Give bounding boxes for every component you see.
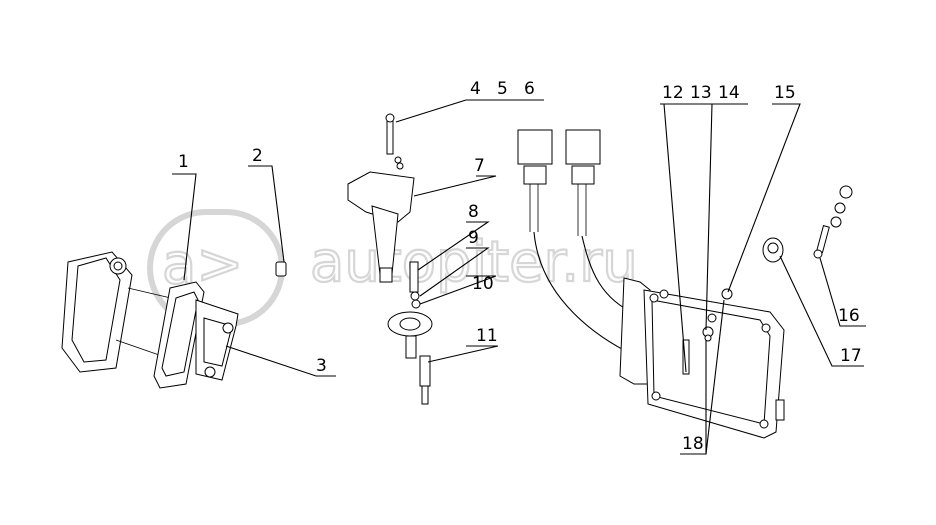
callout-17: 17 [840, 346, 862, 366]
callout-9: 9 [468, 228, 479, 248]
callout-4: 4 [470, 79, 481, 99]
callout-14: 14 [718, 83, 740, 103]
ignition-coil-assembly [347, 113, 433, 405]
ecu-module [619, 277, 785, 439]
callout-13: 13 [690, 83, 712, 103]
harness-connectors [517, 129, 641, 359]
callout-7: 7 [474, 156, 485, 176]
ignition-coil-head [347, 171, 415, 223]
leaders-ecu [660, 103, 866, 455]
callout-10: 10 [472, 274, 494, 294]
callout-2: 2 [252, 146, 263, 166]
housing-assembly [61, 251, 287, 389]
callout-16: 16 [838, 306, 860, 326]
coil-bolt [386, 117, 394, 155]
callout-18: 18 [682, 434, 704, 454]
connector-left [517, 129, 553, 165]
callout-3: 3 [316, 356, 327, 376]
callout-12: 12 [662, 83, 684, 103]
watermark-text: autopiter.ru [310, 230, 638, 295]
callout-6: 6 [524, 79, 535, 99]
connector-right [565, 129, 601, 165]
callout-8: 8 [468, 202, 479, 222]
callout-5: 5 [497, 79, 508, 99]
spark-plug [419, 355, 431, 387]
callout-1: 1 [178, 152, 189, 172]
leaders-coil [395, 99, 544, 363]
callout-11: 11 [476, 326, 498, 346]
small-bolt [275, 261, 287, 277]
leaders-left [172, 165, 336, 377]
callout-15: 15 [774, 83, 796, 103]
right-fasteners [762, 185, 853, 263]
